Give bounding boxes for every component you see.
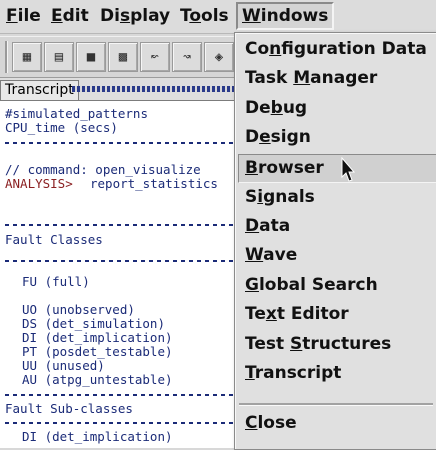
menu-item-label: ug — [282, 98, 308, 118]
transcript-line: DS (det_simulation) — [22, 316, 165, 331]
menu-tools-mnemonic: o — [189, 6, 202, 26]
menu-item-mnemonic: C — [245, 413, 258, 433]
pointer-cursor-icon — [341, 157, 356, 182]
menu-bar: File Edit Display Tools Windows — [0, 0, 436, 34]
menu-item-mnemonic: G — [245, 275, 259, 295]
menu-item-label: figuration Data — [281, 39, 427, 59]
transcript-line: DI (det_implication) — [22, 429, 173, 444]
menu-item-label: ranscript — [254, 363, 342, 383]
menu-item-signals[interactable]: Signals — [239, 184, 436, 211]
menu-item-label: ave — [263, 245, 298, 265]
save-icon[interactable]: ■ — [76, 42, 106, 72]
menu-item-text-editor[interactable]: Text Editor — [239, 301, 436, 328]
open-folder-icon[interactable]: ▤ — [44, 42, 74, 72]
menu-display-label: play — [130, 6, 171, 26]
menu-item-global-search[interactable]: Global Search — [239, 272, 436, 299]
menu-item-data[interactable]: Data — [239, 213, 436, 240]
menu-item-label-pre: D — [245, 127, 260, 147]
menu-file-label: ile — [17, 6, 41, 26]
transcript-line: DI (det_implication) — [22, 330, 173, 345]
menu-item-label-pre: Task — [245, 68, 294, 88]
transcript-line: // command: open_visualize — [5, 162, 201, 177]
menu-item-task-manager[interactable]: Task Manager — [239, 65, 436, 92]
toolbar-separator — [5, 41, 8, 73]
menu-windows-mnemonic: W — [242, 6, 261, 26]
menu-item-mnemonic: n — [269, 39, 282, 59]
menu-item-mnemonic: e — [259, 127, 271, 147]
wave-right-icon[interactable]: ↝ — [172, 42, 202, 72]
menu-tools-label-pre: T — [180, 6, 190, 26]
menu-item-label: lobal Search — [258, 275, 378, 295]
menu-edit-mnemonic: E — [51, 6, 63, 26]
transcript-divider — [5, 224, 245, 226]
menu-item-mnemonic: x — [265, 304, 277, 324]
menu-item-label-pre: Te — [245, 304, 266, 324]
transcript-line: UO (unobserved) — [22, 302, 135, 317]
menu-edit[interactable]: Edit — [49, 5, 91, 27]
menu-item-mnemonic: D — [245, 216, 260, 236]
menu-item-label: tructures — [302, 334, 392, 354]
tab-transcript[interactable]: Transcript — [0, 80, 79, 100]
transcript-heading: Fault Sub-classes — [5, 401, 133, 416]
menu-tools[interactable]: Tools — [178, 5, 231, 27]
menu-item-browser[interactable]: Browser — [238, 154, 436, 183]
menu-file-mnemonic: F — [6, 6, 18, 26]
menu-item-mnemonic: b — [270, 98, 283, 118]
menu-windows-label: indows — [260, 6, 329, 26]
menu-item-label: sign — [270, 127, 311, 147]
transcript-command: report_statistics — [90, 176, 218, 191]
transcript-line: PT (posdet_testable) — [22, 344, 173, 359]
menu-item-label-pre: Co — [245, 39, 270, 59]
menu-item-mnemonic: M — [293, 68, 311, 88]
transcript-divider — [5, 422, 245, 424]
menu-item-mnemonic: S — [290, 334, 303, 354]
transcript-divider — [5, 260, 245, 262]
transcript-divider — [5, 142, 245, 144]
menu-display-label-pre: Di — [100, 6, 120, 26]
menu-windows[interactable]: Windows — [236, 2, 335, 30]
menu-separator — [239, 403, 433, 406]
menu-item-design[interactable]: Design — [239, 124, 436, 151]
menu-item-label-pre: Test — [245, 334, 291, 354]
transcript-heading: Fault Classes — [5, 232, 103, 247]
menu-item-mnemonic: i — [257, 187, 264, 207]
menu-item-label: rowser — [257, 158, 324, 178]
menu-item-configuration-data[interactable]: Configuration Data — [239, 36, 436, 63]
tab-title-rule — [72, 86, 242, 92]
grid-icon[interactable]: ▩ — [108, 42, 138, 72]
wave-left-icon[interactable]: ↜ — [140, 42, 170, 72]
menu-item-label: ata — [259, 216, 291, 236]
menu-tools-label: ols — [201, 6, 229, 26]
transcript-divider — [5, 394, 245, 396]
menu-display[interactable]: Display — [98, 5, 172, 27]
transcript-line: CPU_time (secs) — [5, 120, 118, 135]
windows-menu: Configuration Data Task Manager Debug De… — [234, 32, 436, 450]
menu-item-wave[interactable]: Wave — [239, 242, 436, 269]
menu-item-mnemonic: W — [245, 245, 264, 265]
schematic-icon[interactable]: ▦ — [12, 42, 42, 72]
command-prompt: ANALYSIS> — [5, 176, 73, 191]
menu-file[interactable]: File — [4, 5, 43, 27]
menu-item-transcript[interactable]: Transcript — [239, 360, 436, 387]
menu-item-label: lose — [257, 413, 297, 433]
menu-display-mnemonic: s — [119, 6, 131, 26]
menu-item-test-structures[interactable]: Test Structures — [239, 331, 436, 358]
transcript-line: AU (atpg_untestable) — [22, 372, 173, 387]
target-icon[interactable]: ◈ — [204, 42, 234, 72]
menu-item-debug[interactable]: Debug — [239, 95, 436, 122]
menu-item-label-pre: S — [245, 187, 258, 207]
menu-item-label: gnals — [263, 187, 315, 207]
menu-item-label-pre: De — [245, 98, 271, 118]
menu-item-close[interactable]: Close — [239, 410, 436, 437]
transcript-line: FU (full) — [22, 274, 90, 289]
transcript-line: #simulated_patterns — [5, 106, 148, 121]
menu-item-label: t Editor — [276, 304, 349, 324]
menu-item-mnemonic: B — [245, 158, 258, 178]
transcript-line: UU (unused) — [22, 358, 105, 373]
menu-edit-label: dit — [62, 6, 89, 26]
menu-item-mnemonic: T — [245, 363, 255, 383]
menu-item-label: anager — [310, 68, 378, 88]
